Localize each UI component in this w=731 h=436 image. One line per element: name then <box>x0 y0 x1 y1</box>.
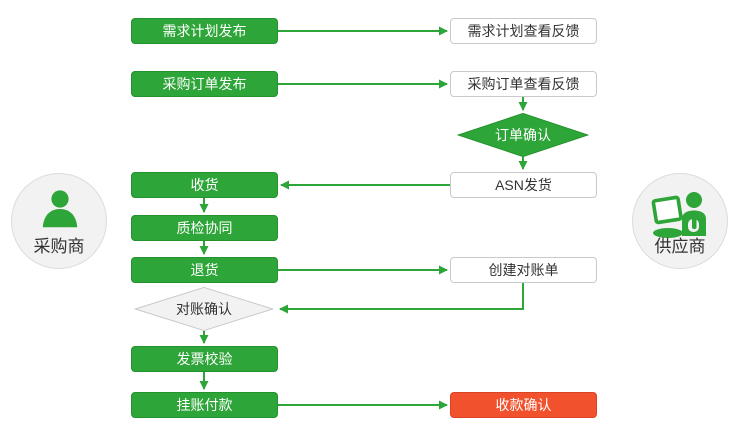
supplier-label: 供应商 <box>654 237 706 256</box>
node-quality-collaboration: 质检协同 <box>131 215 278 241</box>
decision-reconciliation-confirm: 对账确认 <box>134 287 274 331</box>
diamond-shape <box>457 113 589 157</box>
node-demand-plan-feedback: 需求计划查看反馈 <box>450 18 597 44</box>
node-po-feedback: 采购订单查看反馈 <box>450 71 597 97</box>
node-demand-plan-publish: 需求计划发布 <box>131 18 278 44</box>
decision-reconciliation-confirm-label: 对账确认 <box>176 301 232 317</box>
node-invoice-check: 发票校验 <box>131 346 278 372</box>
node-create-statement: 创建对账单 <box>450 257 597 283</box>
arrow-statement-to-reconciliation <box>279 283 524 314</box>
person-laptop-icon <box>651 192 706 238</box>
decision-order-confirm: 订单确认 <box>457 113 589 157</box>
diamond-shape <box>134 287 274 331</box>
node-asn-shipping: ASN发货 <box>450 172 597 198</box>
buyer-label: 采购商 <box>33 237 85 256</box>
buyer-actor: 采购商 <box>11 173 107 269</box>
decision-order-confirm-label: 订单确认 <box>495 127 551 143</box>
node-book-payment: 挂账付款 <box>131 392 278 418</box>
node-returns: 退货 <box>131 257 278 283</box>
node-receiving: 收货 <box>131 172 278 198</box>
person-icon <box>42 190 78 228</box>
supplier-actor: 供应商 <box>632 173 728 269</box>
node-po-publish: 采购订单发布 <box>131 71 278 97</box>
node-receipt-confirm: 收款确认 <box>450 392 597 418</box>
